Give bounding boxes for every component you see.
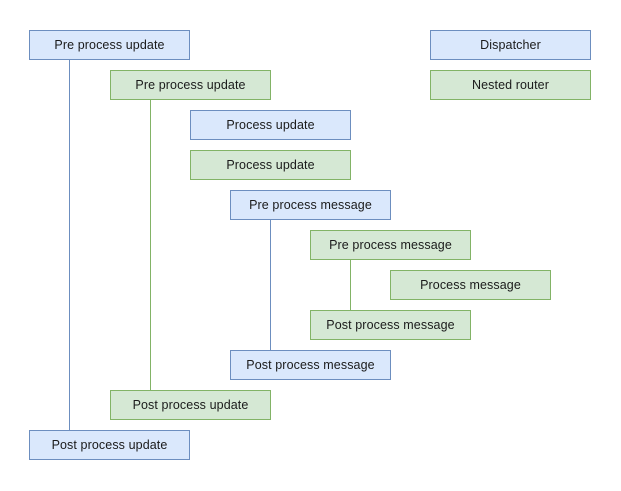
node-process-message-router[interactable]: Process message xyxy=(390,270,551,300)
legend-item-dispatcher[interactable]: Dispatcher xyxy=(430,30,591,60)
node-label: Pre process update xyxy=(54,37,165,52)
node-post-process-update-dispatcher[interactable]: Post process update xyxy=(29,430,190,460)
node-post-process-update-router[interactable]: Post process update xyxy=(110,390,271,420)
connector-line-pre-process-update-to-post-process-update xyxy=(69,60,70,430)
connector-line-pre-process-message-to-post-process-message xyxy=(270,220,271,350)
node-label: Post process message xyxy=(326,317,455,332)
node-pre-process-update-router[interactable]: Pre process update xyxy=(110,70,271,100)
node-label: Process update xyxy=(226,117,315,132)
legend-item-label: Dispatcher xyxy=(480,37,541,52)
node-pre-process-update-dispatcher[interactable]: Pre process update xyxy=(29,30,190,60)
node-pre-process-message-dispatcher[interactable]: Pre process message xyxy=(230,190,391,220)
node-label: Pre process message xyxy=(329,237,452,252)
connector-line-pre-process-update-to-post-process-update xyxy=(150,100,151,390)
node-pre-process-message-router[interactable]: Pre process message xyxy=(310,230,471,260)
node-process-update-dispatcher[interactable]: Process update xyxy=(190,110,351,140)
node-label: Pre process message xyxy=(249,197,372,212)
node-label: Post process update xyxy=(132,397,249,412)
node-label: Pre process update xyxy=(135,77,246,92)
node-post-process-message-router[interactable]: Post process message xyxy=(310,310,471,340)
legend-item-nested-router[interactable]: Nested router xyxy=(430,70,591,100)
legend-item-label: Nested router xyxy=(471,77,550,92)
node-label: Process message xyxy=(420,277,521,292)
node-post-process-message-dispatcher[interactable]: Post process message xyxy=(230,350,391,380)
connector-line-pre-process-message-to-post-process-message xyxy=(350,260,351,310)
node-label: Post process update xyxy=(51,437,168,452)
node-label: Process update xyxy=(226,157,315,172)
node-process-update-router[interactable]: Process update xyxy=(190,150,351,180)
node-label: Post process message xyxy=(246,357,375,372)
